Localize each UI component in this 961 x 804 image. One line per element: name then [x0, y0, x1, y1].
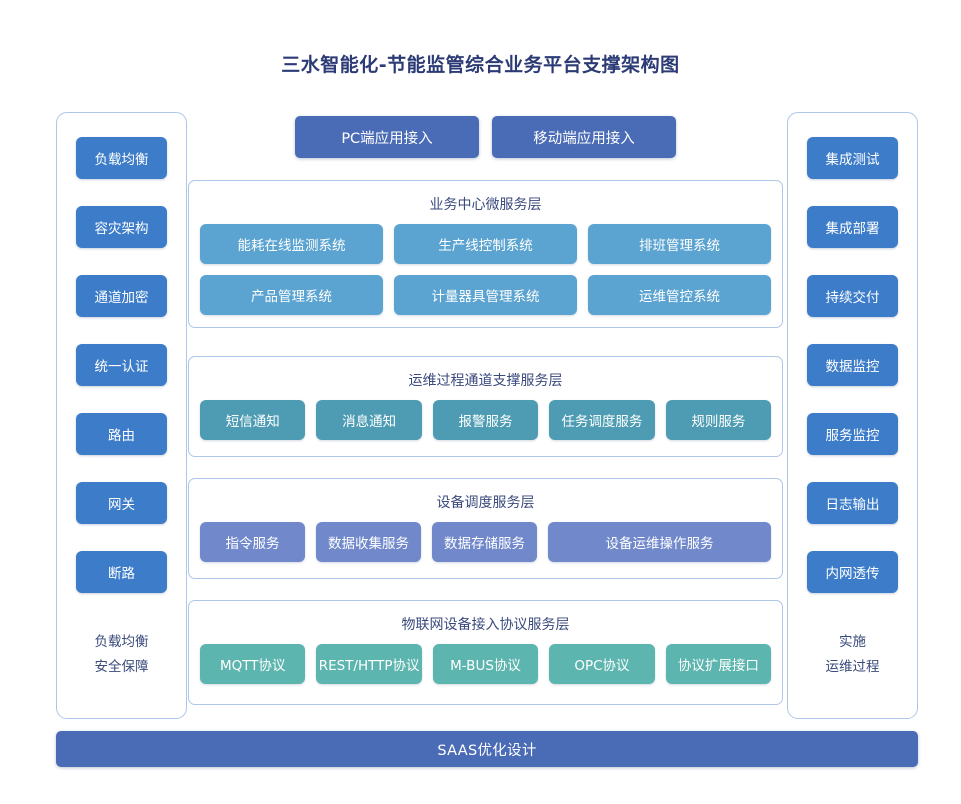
- layer-title: 物联网设备接入协议服务层: [401, 617, 570, 633]
- left-panel-caption: 负载均衡 安全保障: [95, 630, 149, 680]
- service-card[interactable]: 产品管理系统: [200, 275, 383, 315]
- sidebar-item-left-5[interactable]: 路由: [76, 413, 167, 455]
- sidebar-item-left-7[interactable]: 断路: [76, 551, 167, 593]
- protocol-card[interactable]: MQTT协议: [200, 644, 306, 684]
- service-card[interactable]: 能耗在线监测系统: [200, 224, 383, 264]
- layer-title: 设备调度服务层: [436, 495, 535, 511]
- protocol-card-label: MQTT协议: [219, 658, 286, 674]
- left-capability-panel: 负载均衡 容灾架构 通道加密 统一认证 路由 网关 断路 负载均衡 安全保障: [56, 112, 187, 719]
- layer-device-dispatch: 设备调度服务层 指令服务 数据收集服务 数据存储服务 设备运维操作服务: [188, 478, 783, 579]
- sidebar-item-label: 统一认证: [94, 359, 149, 375]
- right-panel-caption-line-2: 运维过程: [825, 658, 880, 675]
- sidebar-item-label: 持续交付: [825, 290, 880, 306]
- sidebar-item-label: 网关: [108, 497, 135, 513]
- sidebar-item-left-3[interactable]: 通道加密: [76, 275, 167, 317]
- sidebar-item-label: 数据监控: [825, 359, 880, 375]
- protocol-card-label: 协议扩展接口: [677, 658, 759, 674]
- service-card-label: 短信通知: [225, 414, 280, 430]
- protocol-card[interactable]: REST/HTTP协议: [316, 644, 422, 684]
- service-card[interactable]: 运维管控系统: [588, 275, 771, 315]
- service-card-label: 数据存储服务: [444, 536, 525, 552]
- sidebar-item-label: 通道加密: [94, 290, 149, 306]
- sidebar-item-label: 集成测试: [825, 152, 880, 168]
- service-card-label: 设备运维操作服务: [605, 536, 714, 552]
- protocol-card-label: REST/HTTP协议: [318, 658, 420, 674]
- service-card[interactable]: 生产线控制系统: [394, 224, 577, 264]
- service-card-label: 任务调度服务: [561, 414, 643, 430]
- service-card-label: 指令服务: [225, 536, 280, 552]
- layer-title: 业务中心微服务层: [429, 197, 542, 213]
- sidebar-item-right-1[interactable]: 集成测试: [807, 137, 898, 179]
- service-card-label: 计量器具管理系统: [431, 289, 540, 305]
- left-panel-caption-line-1: 负载均衡: [94, 634, 149, 650]
- service-card[interactable]: 数据存储服务: [432, 522, 537, 562]
- sidebar-item-right-3[interactable]: 持续交付: [807, 275, 898, 317]
- mobile-access-label: 移动端应用接入: [533, 130, 635, 147]
- saas-optimization-bar[interactable]: SAAS优化设计: [56, 731, 918, 767]
- sidebar-item-right-7[interactable]: 内网透传: [807, 551, 898, 593]
- right-panel-caption-line-1: 实施: [839, 634, 866, 650]
- sidebar-item-left-1[interactable]: 负载均衡: [76, 137, 167, 179]
- protocol-card-label: OPC协议: [574, 658, 630, 674]
- layer-title: 运维过程通道支撑服务层: [408, 373, 563, 389]
- service-card-label: 排班管理系统: [639, 238, 720, 254]
- protocol-card-label: M-BUS协议: [450, 658, 521, 674]
- service-card-label: 数据收集服务: [328, 536, 409, 552]
- sidebar-item-left-6[interactable]: 网关: [76, 482, 167, 524]
- application-access-row: PC端应用接入 移动端应用接入: [188, 116, 783, 158]
- protocol-card[interactable]: OPC协议: [549, 644, 655, 684]
- sidebar-item-label: 路由: [108, 428, 135, 444]
- service-card[interactable]: 设备运维操作服务: [548, 522, 771, 562]
- layer-business-microservice: 业务中心微服务层 能耗在线监测系统 生产线控制系统 排班管理系统 产品管理系统 …: [188, 180, 783, 328]
- service-card-label: 运维管控系统: [639, 289, 720, 305]
- service-card[interactable]: 任务调度服务: [549, 400, 655, 440]
- service-card[interactable]: 规则服务: [665, 400, 772, 440]
- layer-row: 短信通知 消息通知 报警服务 任务调度服务 规则服务: [200, 400, 772, 440]
- service-card[interactable]: 消息通知: [316, 400, 422, 440]
- service-card-label: 产品管理系统: [251, 289, 332, 305]
- protocol-card[interactable]: 协议扩展接口: [665, 644, 772, 684]
- service-card[interactable]: 排班管理系统: [588, 224, 771, 264]
- sidebar-item-right-6[interactable]: 日志输出: [807, 482, 898, 524]
- service-card-label: 生产线控制系统: [438, 238, 533, 254]
- service-card[interactable]: 数据收集服务: [316, 522, 421, 562]
- pc-access-label: PC端应用接入: [341, 130, 433, 147]
- service-card-label: 规则服务: [691, 414, 746, 430]
- sidebar-item-left-4[interactable]: 统一认证: [76, 344, 167, 386]
- right-panel-caption: 实施 运维过程: [826, 630, 880, 680]
- sidebar-item-label: 负载均衡: [94, 152, 149, 168]
- sidebar-item-label: 断路: [108, 566, 135, 582]
- service-card[interactable]: 计量器具管理系统: [394, 275, 577, 315]
- page-title: 三水智能化-节能监管综合业务平台支撑架构图: [281, 54, 680, 76]
- service-card-label: 消息通知: [342, 414, 397, 430]
- layer-row: 产品管理系统 计量器具管理系统 运维管控系统: [200, 275, 771, 315]
- sidebar-item-left-2[interactable]: 容灾架构: [76, 206, 167, 248]
- service-card[interactable]: 指令服务: [200, 522, 305, 562]
- sidebar-item-label: 容灾架构: [94, 221, 149, 237]
- center-stack: PC端应用接入 移动端应用接入 业务中心微服务层 能耗在线监测系统 生产线控制系…: [188, 112, 783, 719]
- sidebar-item-right-2[interactable]: 集成部署: [807, 206, 898, 248]
- sidebar-item-label: 集成部署: [825, 221, 880, 237]
- right-capability-panel: 集成测试 集成部署 持续交付 数据监控 服务监控 日志输出 内网透传 实施 运维…: [787, 112, 918, 719]
- service-card-label: 能耗在线监测系统: [237, 238, 346, 254]
- mobile-access-button[interactable]: 移动端应用接入: [492, 116, 676, 158]
- service-card[interactable]: 短信通知: [200, 400, 306, 440]
- service-card-label: 报警服务: [458, 414, 513, 430]
- sidebar-item-right-5[interactable]: 服务监控: [807, 413, 898, 455]
- protocol-card[interactable]: M-BUS协议: [432, 644, 539, 684]
- layer-iot-protocol: 物联网设备接入协议服务层 MQTT协议 REST/HTTP协议 M-BUS协议 …: [188, 600, 783, 705]
- pc-access-button[interactable]: PC端应用接入: [295, 116, 479, 158]
- layer-row: MQTT协议 REST/HTTP协议 M-BUS协议 OPC协议 协议扩展接口: [200, 644, 772, 684]
- layer-row: 能耗在线监测系统 生产线控制系统 排班管理系统: [200, 224, 771, 264]
- saas-optimization-label: SAAS优化设计: [437, 742, 537, 759]
- layer-ops-channel-support: 运维过程通道支撑服务层 短信通知 消息通知 报警服务 任务调度服务 规则服务: [188, 356, 783, 457]
- layer-row: 指令服务 数据收集服务 数据存储服务 设备运维操作服务: [200, 522, 771, 562]
- left-panel-caption-line-2: 安全保障: [94, 658, 149, 675]
- sidebar-item-right-4[interactable]: 数据监控: [807, 344, 898, 386]
- service-card[interactable]: 报警服务: [432, 400, 539, 440]
- sidebar-item-label: 内网透传: [825, 566, 880, 582]
- sidebar-item-label: 日志输出: [825, 497, 880, 513]
- sidebar-item-label: 服务监控: [825, 428, 880, 444]
